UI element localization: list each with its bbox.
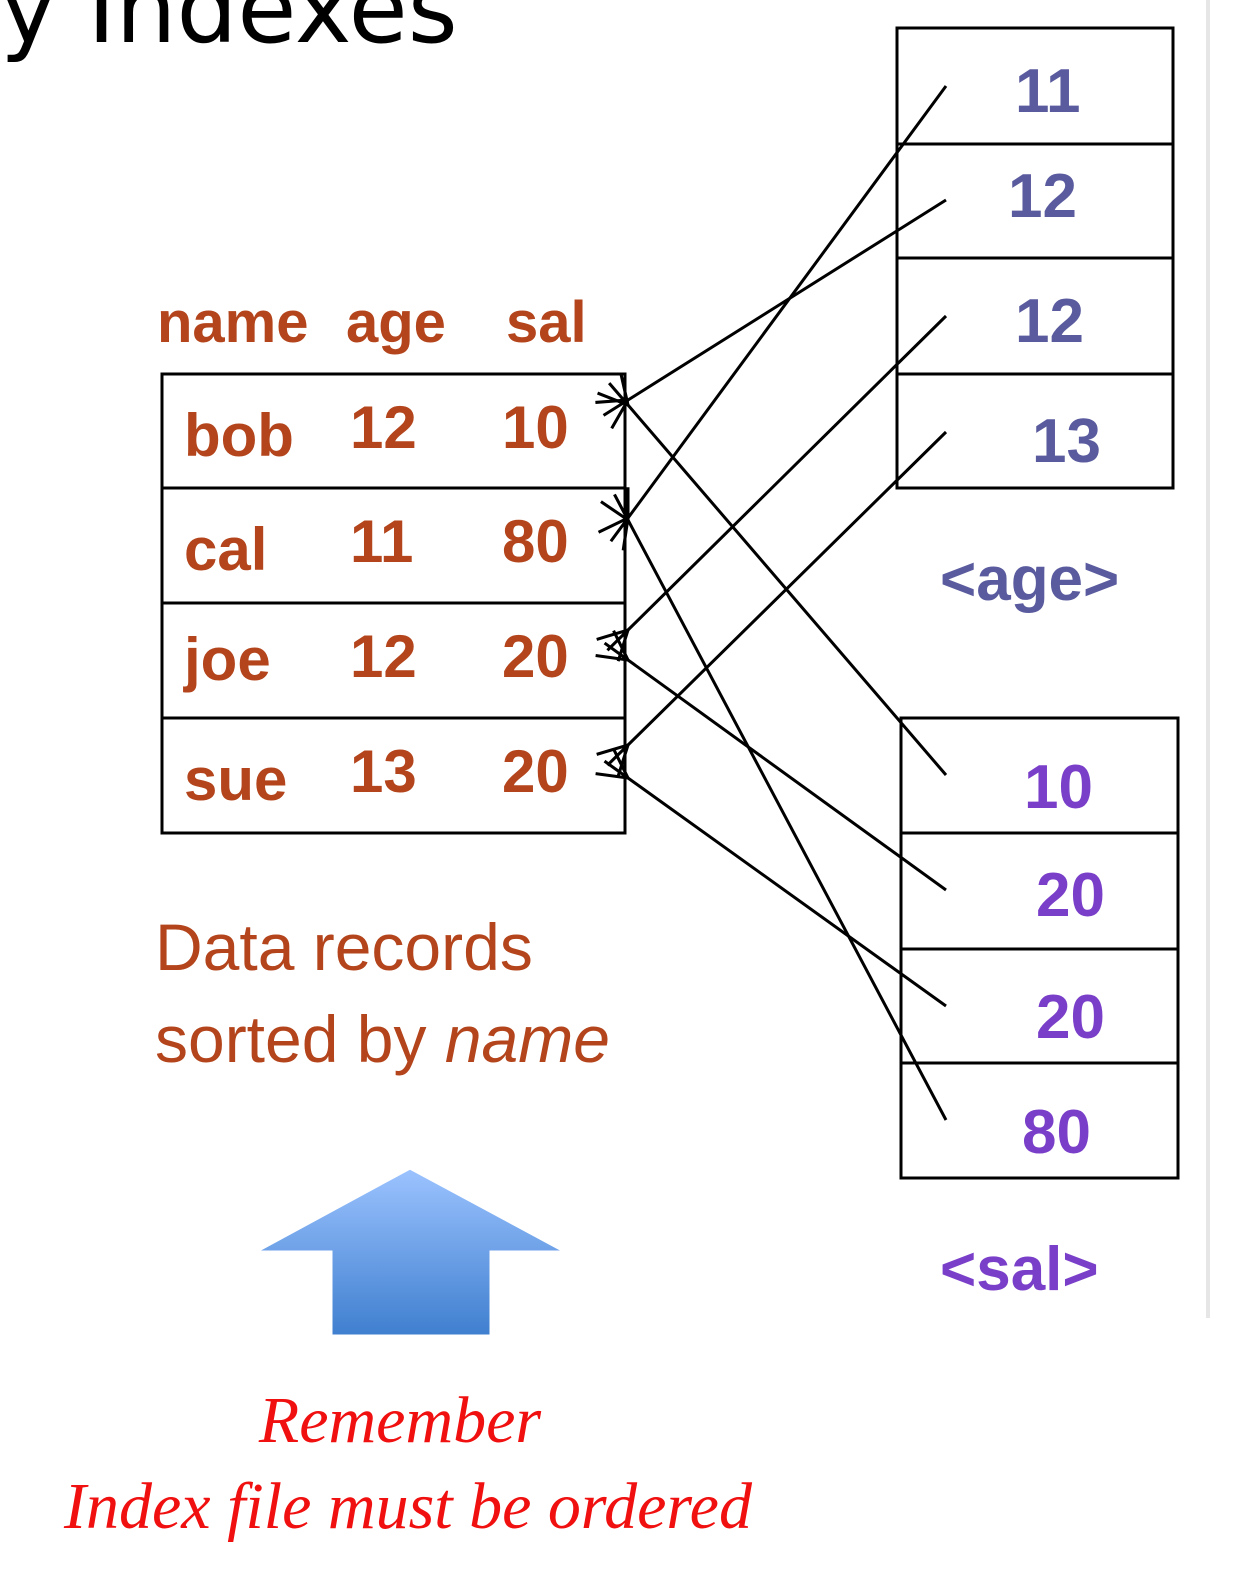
age-pointer-arrow	[628, 85, 948, 518]
sal-pointer-arrow	[628, 405, 948, 776]
age-index-label: <age>	[940, 545, 1119, 614]
header-name: name	[157, 290, 309, 355]
record-age: 12	[350, 623, 417, 690]
age-entry: 11	[1015, 57, 1081, 126]
sal-index: 10 20 20 80	[899, 716, 1180, 1180]
age-pointer-arrow	[628, 314, 948, 630]
sal-entry: 20	[1036, 983, 1105, 1052]
caption-line2: sorted by name	[155, 1002, 610, 1076]
sal-pointer-arrow	[628, 660, 947, 892]
sal-entry: 10	[1024, 753, 1093, 822]
record-sal: 20	[502, 623, 569, 690]
record-name: sue	[184, 746, 287, 813]
slide-title: y Indexes	[0, 0, 458, 65]
header-age: age	[346, 290, 446, 355]
record-age: 11	[350, 508, 413, 575]
caption-line1: Data records	[155, 910, 533, 984]
sal-pointer-arrow	[628, 520, 948, 1121]
sal-index-label: <sal>	[940, 1235, 1099, 1304]
age-pointer-arrow	[628, 198, 947, 400]
note-line1: Remember	[258, 1384, 542, 1457]
record-sal: 20	[502, 738, 569, 805]
index-pointers	[628, 85, 948, 1121]
age-entry: 13	[1032, 407, 1101, 476]
record-row: bob 12 10	[184, 394, 569, 469]
record-age: 12	[350, 394, 417, 461]
record-name: joe	[183, 626, 271, 693]
up-arrow-icon	[254, 1166, 567, 1338]
note-line2: Index file must be ordered	[63, 1470, 753, 1543]
sal-entry: 80	[1022, 1098, 1091, 1167]
record-age: 13	[350, 738, 417, 805]
age-entry: 12	[1008, 162, 1077, 231]
data-records-table: bob 12 10 cal 11 80 joe 12 20 sue 13 20	[160, 372, 627, 835]
header-sal: sal	[506, 290, 587, 355]
record-row: cal 11 80	[184, 508, 569, 583]
record-name: cal	[184, 516, 267, 583]
sal-pointer-arrow	[628, 778, 947, 1008]
age-entry: 12	[1015, 287, 1084, 356]
record-row: joe 12 20	[183, 623, 569, 693]
record-sal: 80	[502, 508, 569, 575]
record-sal: 10	[502, 394, 569, 461]
record-row: sue 13 20	[184, 738, 569, 813]
record-name: bob	[184, 402, 294, 469]
sal-entry: 20	[1036, 861, 1105, 930]
age-index: 11 12 12 13	[895, 26, 1175, 490]
